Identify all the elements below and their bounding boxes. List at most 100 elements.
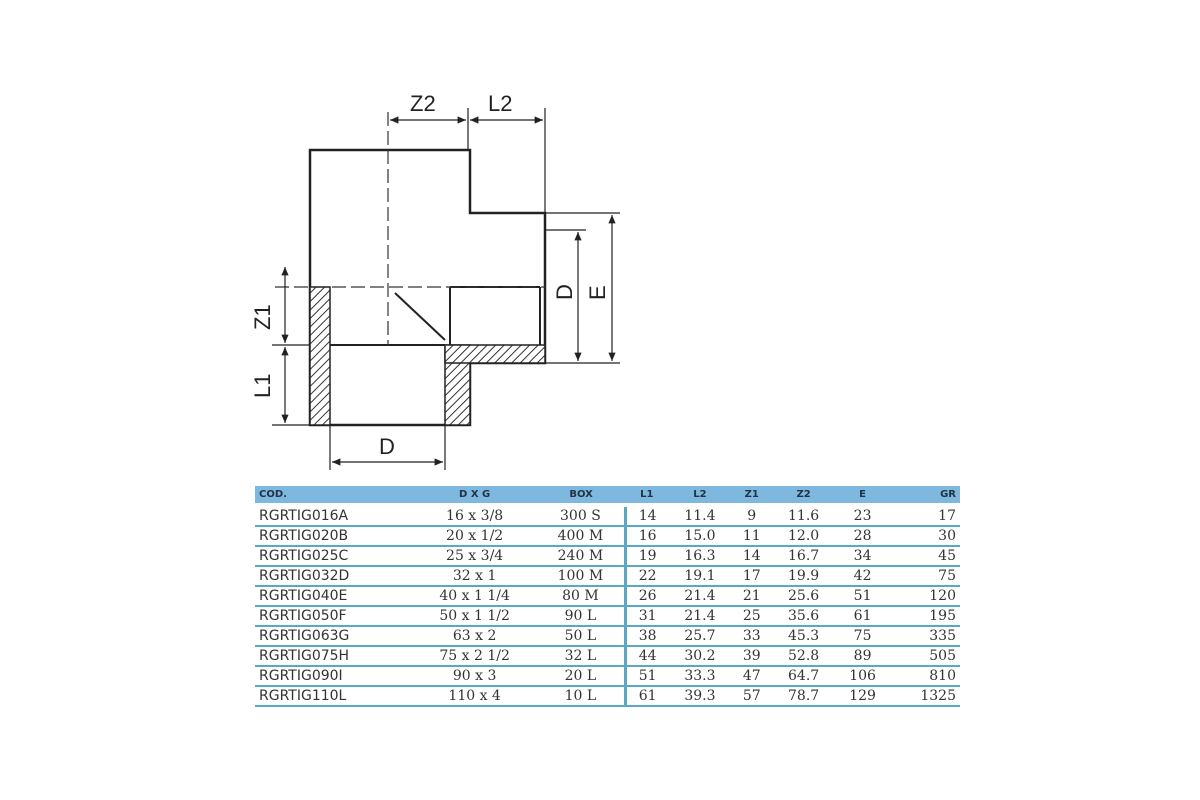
cell-l2: 11.4 bbox=[668, 504, 732, 527]
cell-l2: 21.4 bbox=[668, 606, 732, 627]
cell-e: 23 bbox=[834, 504, 891, 527]
center-lines bbox=[275, 112, 545, 345]
cell-z2: 52.8 bbox=[772, 646, 835, 667]
cell-z1: 9 bbox=[731, 504, 773, 527]
col-z1: Z1 bbox=[731, 486, 773, 507]
cell-gr: 810 bbox=[890, 666, 960, 687]
cell-dxg: 110 x 4 bbox=[412, 686, 538, 707]
cell-l1: 19 bbox=[625, 546, 669, 567]
cell-gr: 17 bbox=[890, 504, 960, 527]
cell-z1: 17 bbox=[731, 566, 773, 587]
cell-z2: 35.6 bbox=[772, 606, 835, 627]
cell-dxg: 25 x 3/4 bbox=[412, 546, 538, 567]
cell-gr: 30 bbox=[890, 526, 960, 547]
cell-box: 90 L bbox=[537, 606, 627, 627]
cell-box: 240 M bbox=[537, 546, 627, 567]
cell-l1: 26 bbox=[625, 586, 669, 607]
dim-label-d-side: D bbox=[552, 284, 577, 300]
col-e: E bbox=[834, 486, 891, 507]
cell-dxg: 75 x 2 1/2 bbox=[412, 646, 538, 667]
cell-l2: 25.7 bbox=[668, 626, 732, 647]
cell-cod: RGRTIG040E bbox=[255, 586, 412, 607]
cell-cod: RGRTIG025C bbox=[255, 546, 412, 567]
cell-dxg: 32 x 1 bbox=[412, 566, 538, 587]
cell-box: 20 L bbox=[537, 666, 627, 687]
cell-gr: 120 bbox=[890, 586, 960, 607]
cell-z2: 45.3 bbox=[772, 626, 835, 647]
cell-z2: 19.9 bbox=[772, 566, 835, 587]
dimensions-table: COD. D X G BOX L1 L2 Z1 Z2 E GR RGRTIG01… bbox=[255, 486, 960, 707]
cell-box: 50 L bbox=[537, 626, 627, 647]
cell-box: 300 S bbox=[537, 504, 627, 527]
cell-box: 400 M bbox=[537, 526, 627, 547]
cell-gr: 75 bbox=[890, 566, 960, 587]
cell-z1: 33 bbox=[731, 626, 773, 647]
cell-gr: 195 bbox=[890, 606, 960, 627]
cell-z2: 25.6 bbox=[772, 586, 835, 607]
col-l1: L1 bbox=[625, 486, 669, 507]
cell-l1: 51 bbox=[625, 666, 669, 687]
cell-l2: 21.4 bbox=[668, 586, 732, 607]
cell-e: 106 bbox=[834, 666, 891, 687]
cell-e: 28 bbox=[834, 526, 891, 547]
cell-z2: 78.7 bbox=[772, 686, 835, 707]
cell-e: 129 bbox=[834, 686, 891, 707]
cell-e: 89 bbox=[834, 646, 891, 667]
cell-gr: 505 bbox=[890, 646, 960, 667]
cell-e: 51 bbox=[834, 586, 891, 607]
cell-box: 80 M bbox=[537, 586, 627, 607]
cell-cod: RGRTIG032D bbox=[255, 566, 412, 587]
cell-l1: 22 bbox=[625, 566, 669, 587]
dim-label-l1: L1 bbox=[250, 374, 275, 398]
cell-gr: 45 bbox=[890, 546, 960, 567]
col-dxg: D X G bbox=[412, 486, 538, 507]
cell-box: 100 M bbox=[537, 566, 627, 587]
cell-l1: 38 bbox=[625, 626, 669, 647]
cell-l2: 15.0 bbox=[668, 526, 732, 547]
table-header: COD. D X G BOX L1 L2 Z1 Z2 E GR bbox=[255, 486, 960, 507]
col-l2: L2 bbox=[668, 486, 732, 507]
cell-cod: RGRTIG050F bbox=[255, 606, 412, 627]
cell-dxg: 63 x 2 bbox=[412, 626, 538, 647]
cell-z2: 64.7 bbox=[772, 666, 835, 687]
col-z2: Z2 bbox=[772, 486, 835, 507]
cell-l1: 44 bbox=[625, 646, 669, 667]
cell-gr: 1325 bbox=[890, 686, 960, 707]
cell-e: 42 bbox=[834, 566, 891, 587]
elbow-fitting-drawing: Z2 L2 Z1 L1 D D E bbox=[250, 91, 620, 470]
cell-e: 34 bbox=[834, 546, 891, 567]
cell-box: 32 L bbox=[537, 646, 627, 667]
cell-l1: 14 bbox=[625, 504, 669, 527]
cell-cod: RGRTIG110L bbox=[255, 686, 412, 707]
cell-e: 61 bbox=[834, 606, 891, 627]
cell-cod: RGRTIG016A bbox=[255, 504, 412, 527]
dim-label-d-bottom: D bbox=[379, 434, 395, 459]
cell-cod: RGRTIG090I bbox=[255, 666, 412, 687]
cell-z2: 16.7 bbox=[772, 546, 835, 567]
cell-cod: RGRTIG063G bbox=[255, 626, 412, 647]
cell-l2: 39.3 bbox=[668, 686, 732, 707]
inner-lines bbox=[330, 286, 541, 346]
cell-l1: 61 bbox=[625, 686, 669, 707]
cell-cod: RGRTIG020B bbox=[255, 526, 412, 547]
cell-l2: 19.1 bbox=[668, 566, 732, 587]
cell-dxg: 50 x 1 1/2 bbox=[412, 606, 538, 627]
cell-l2: 33.3 bbox=[668, 666, 732, 687]
cell-dxg: 20 x 1/2 bbox=[412, 526, 538, 547]
dim-label-e: E bbox=[585, 285, 610, 300]
col-box: BOX bbox=[537, 486, 626, 507]
cell-z1: 25 bbox=[731, 606, 773, 627]
hatched-walls bbox=[309, 286, 546, 426]
cell-l2: 16.3 bbox=[668, 546, 732, 567]
dimension-lines bbox=[272, 108, 620, 470]
dim-label-z1: Z1 bbox=[250, 304, 275, 330]
cell-z1: 57 bbox=[731, 686, 773, 707]
